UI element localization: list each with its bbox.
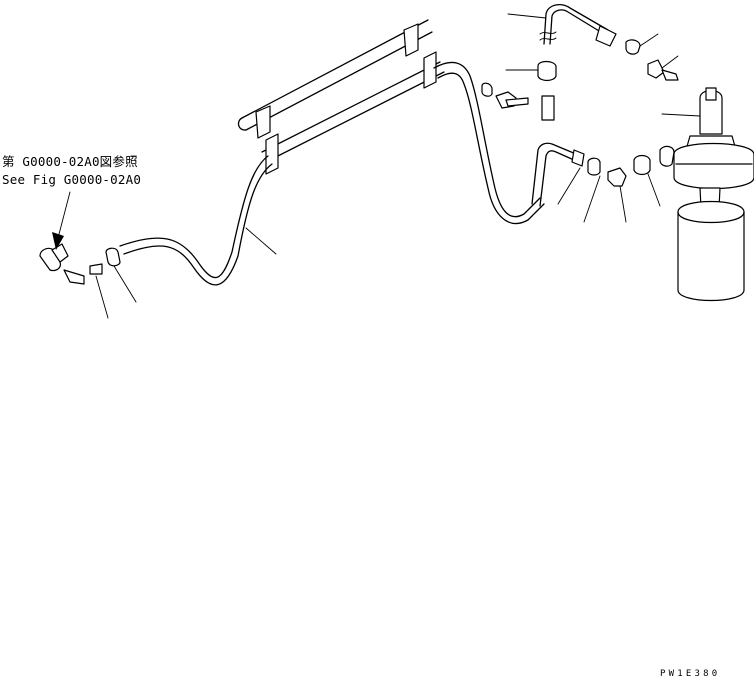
clamp-bolt <box>481 82 529 109</box>
short-hose-center <box>531 142 585 207</box>
brake-hose-main <box>119 61 545 286</box>
reference-note-japanese: 第 G0000-02A0図参照 <box>2 154 138 169</box>
leader-lines <box>95 13 701 319</box>
upper-right-hose <box>537 3 679 121</box>
left-connector <box>39 243 121 285</box>
drawing-code: PW1E380 <box>660 669 721 679</box>
lower-frame-tube <box>261 51 445 175</box>
reference-note-english: See Fig G0000-02A0 <box>2 172 142 187</box>
upper-frame-tube <box>237 19 433 139</box>
center-fittings <box>587 154 651 187</box>
reference-arrow <box>52 191 71 250</box>
brake-chamber-assembly <box>659 87 754 302</box>
